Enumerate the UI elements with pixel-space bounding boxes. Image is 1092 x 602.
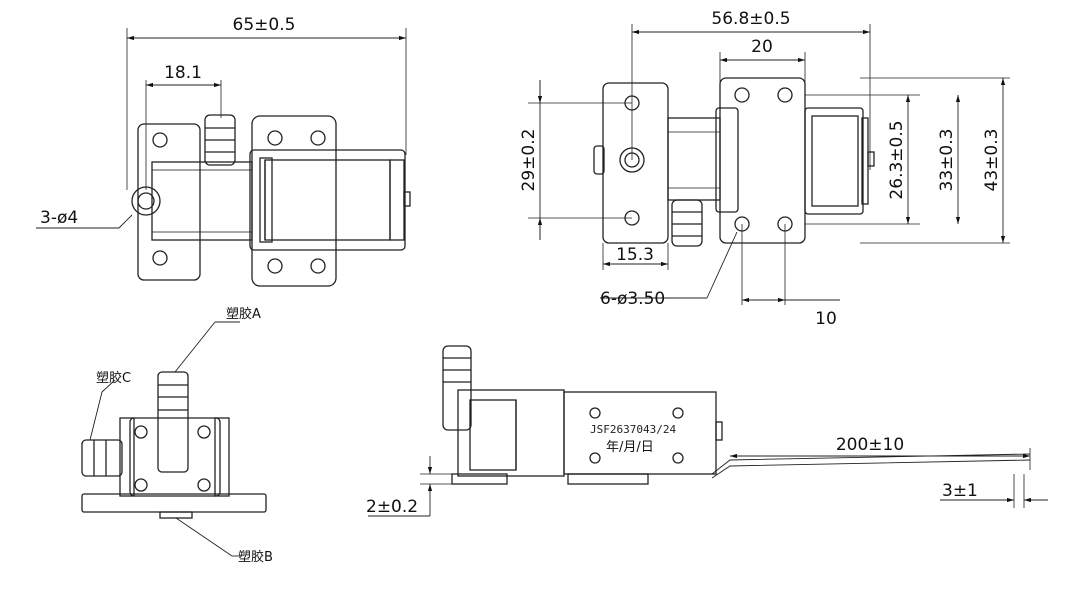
top-left-view xyxy=(36,28,411,287)
dim-offset-left: 18.1 xyxy=(164,63,202,83)
dim-overall-width-left: 65±0.5 xyxy=(233,15,296,35)
dim-holes-left: 3-ø4 xyxy=(40,208,78,228)
dim-holes-right: 6-ø3.50 xyxy=(600,289,665,309)
dim-lead-strip: 3±1 xyxy=(942,481,978,501)
dim-height-33: 33±0.3 xyxy=(937,129,957,192)
label-plastic-a: 塑胶A xyxy=(226,306,261,322)
label-plastic-b: 塑胶B xyxy=(238,549,273,565)
dim-hole-pitch: 10 xyxy=(815,309,837,329)
bottom-left-view xyxy=(81,321,267,557)
label-plastic-c: 塑胶C xyxy=(96,370,131,386)
dim-base-thickness: 2±0.2 xyxy=(366,497,418,517)
dim-height-29: 29±0.2 xyxy=(519,129,539,192)
dim-height-26-3: 26.3±0.5 xyxy=(887,120,907,199)
dim-flange-width: 15.3 xyxy=(616,245,654,265)
top-right-view xyxy=(528,24,1010,305)
bottom-right-view xyxy=(368,345,1048,517)
dim-height-43: 43±0.3 xyxy=(982,129,1002,192)
date-stamp: 年/月/日 xyxy=(606,440,654,455)
dim-body-width: 20 xyxy=(751,37,773,57)
dim-lead-length: 200±10 xyxy=(836,435,904,455)
model-number: JSF2637043/24 xyxy=(590,423,676,436)
dim-overall-width-right: 56.8±0.5 xyxy=(711,9,790,29)
